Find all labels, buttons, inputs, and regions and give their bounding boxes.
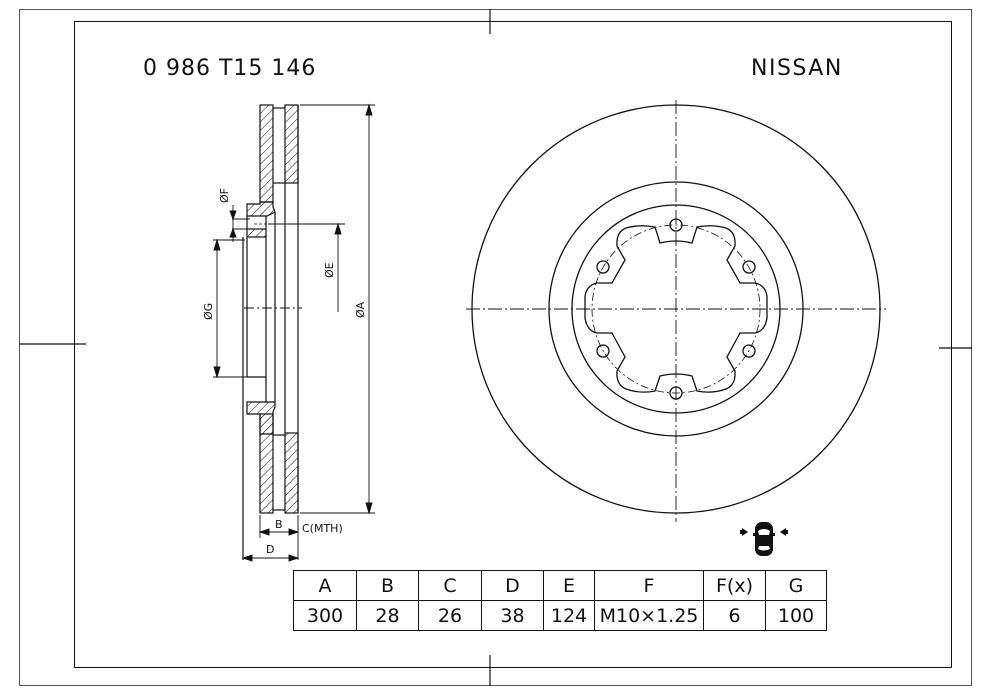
value-f: M10×1.25 — [594, 600, 704, 631]
label-b: B — [275, 518, 283, 531]
header-e: E — [543, 570, 595, 601]
brand-name: NISSAN — [751, 56, 843, 81]
label-d: D — [266, 543, 274, 556]
dimension-labels: ØF ØG ØE ØA B C(MTH) D — [202, 188, 367, 556]
value-e: 124 — [543, 600, 595, 631]
label-dia-f: ØF — [218, 188, 231, 203]
front-axle-car-icon — [740, 522, 788, 556]
header-g: G — [765, 570, 827, 601]
value-c: 26 — [418, 600, 482, 631]
value-g: 100 — [765, 600, 827, 631]
label-dia-g: ØG — [202, 303, 215, 320]
header-f: F — [594, 570, 704, 601]
header-b: B — [356, 570, 419, 601]
value-b: 28 — [356, 600, 419, 631]
frame-center-ticks — [19, 9, 972, 686]
bolt-hole — [596, 260, 610, 274]
label-dia-a: ØA — [354, 301, 367, 318]
part-number: 0 986 T15 146 — [143, 56, 317, 81]
spec-table-value-row: 300 28 26 38 124 M10×1.25 6 100 — [293, 600, 827, 631]
bolt-hole — [742, 344, 756, 358]
bolt-hole — [742, 260, 756, 274]
header-d: D — [481, 570, 544, 601]
front-view-centerlines — [466, 100, 886, 522]
section-view — [242, 104, 299, 560]
label-c: C(MTH) — [302, 522, 343, 535]
spec-table-header-row: A B C D E F F(x) G — [293, 570, 827, 601]
spec-table: A B C D E F F(x) G 300 28 26 38 124 M10×… — [293, 570, 827, 631]
value-fx: 6 — [703, 600, 766, 631]
center-bore-outline — [584, 225, 768, 393]
label-dia-e: ØE — [323, 262, 336, 278]
value-a: 300 — [293, 600, 357, 631]
header-c: C — [418, 570, 482, 601]
header-fx: F(x) — [703, 570, 766, 601]
bolt-hole — [596, 344, 610, 358]
header-a: A — [293, 570, 357, 601]
dimension-lines — [213, 103, 375, 562]
value-d: 38 — [481, 600, 544, 631]
